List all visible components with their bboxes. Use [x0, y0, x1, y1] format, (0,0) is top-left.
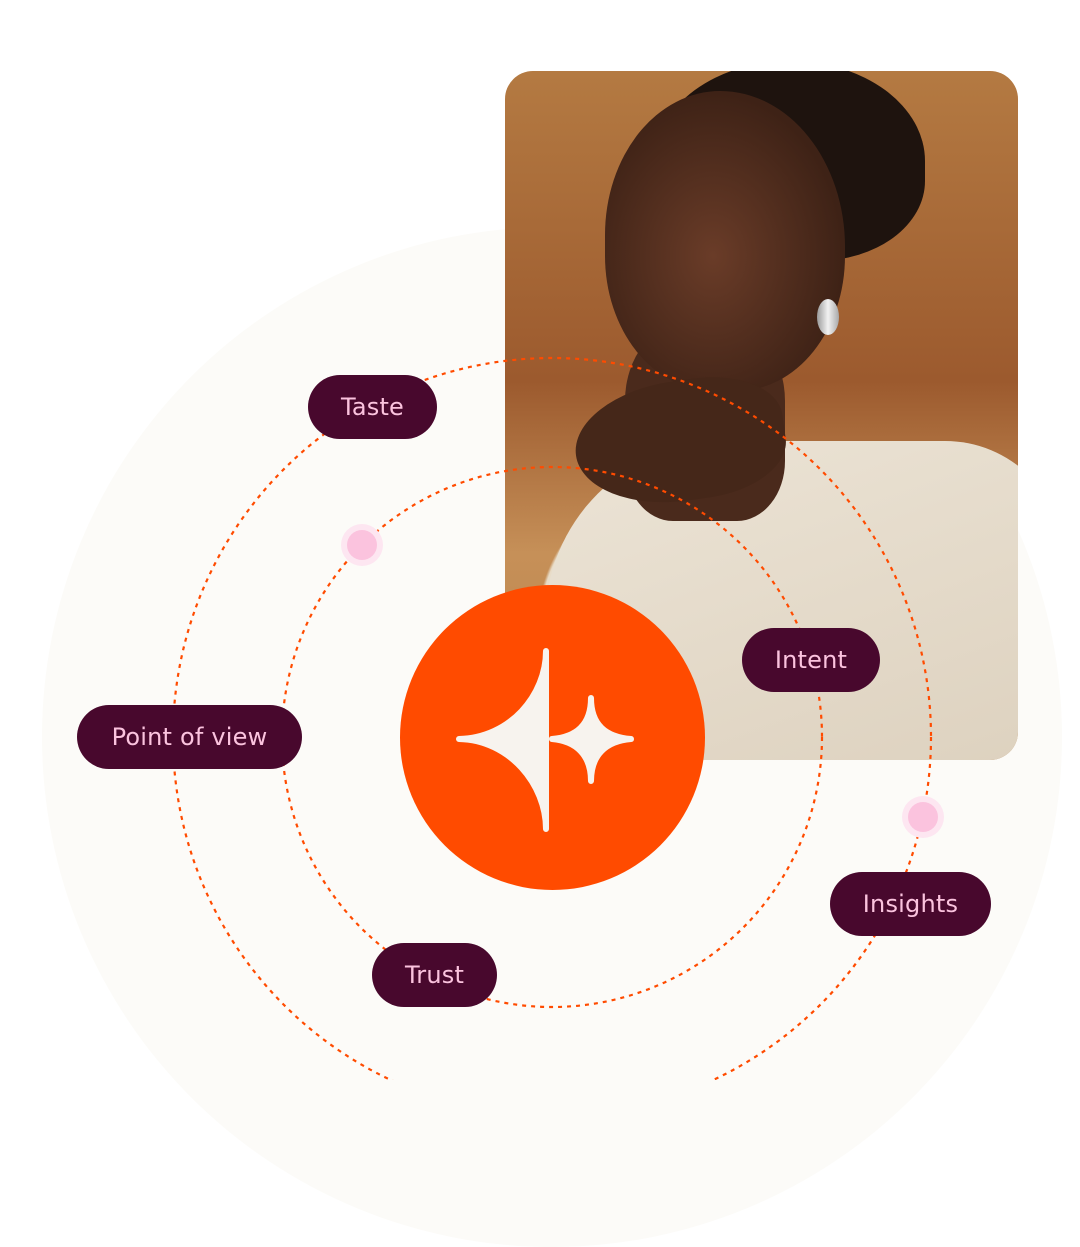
- label-text: Trust: [404, 961, 465, 989]
- label-pill-intent: Intent: [742, 628, 880, 692]
- label-text: Point of view: [111, 723, 268, 751]
- label-pill-point-of-view: Point of view: [77, 705, 302, 769]
- portrait-photo: [505, 71, 1018, 760]
- label-text: Insights: [862, 890, 959, 918]
- sparkle-stars-icon: [456, 648, 634, 832]
- photo-head: [605, 91, 845, 391]
- orbit-node-dot: [902, 796, 944, 838]
- label-text: Taste: [340, 393, 405, 421]
- label-pill-trust: Trust: [372, 943, 497, 1007]
- label-text: Intent: [774, 646, 848, 674]
- label-pill-taste: Taste: [308, 375, 437, 439]
- photo-earring: [817, 299, 839, 335]
- center-logo-badge: [400, 585, 705, 890]
- orbit-node-dot: [341, 524, 383, 566]
- label-pill-insights: Insights: [830, 872, 991, 936]
